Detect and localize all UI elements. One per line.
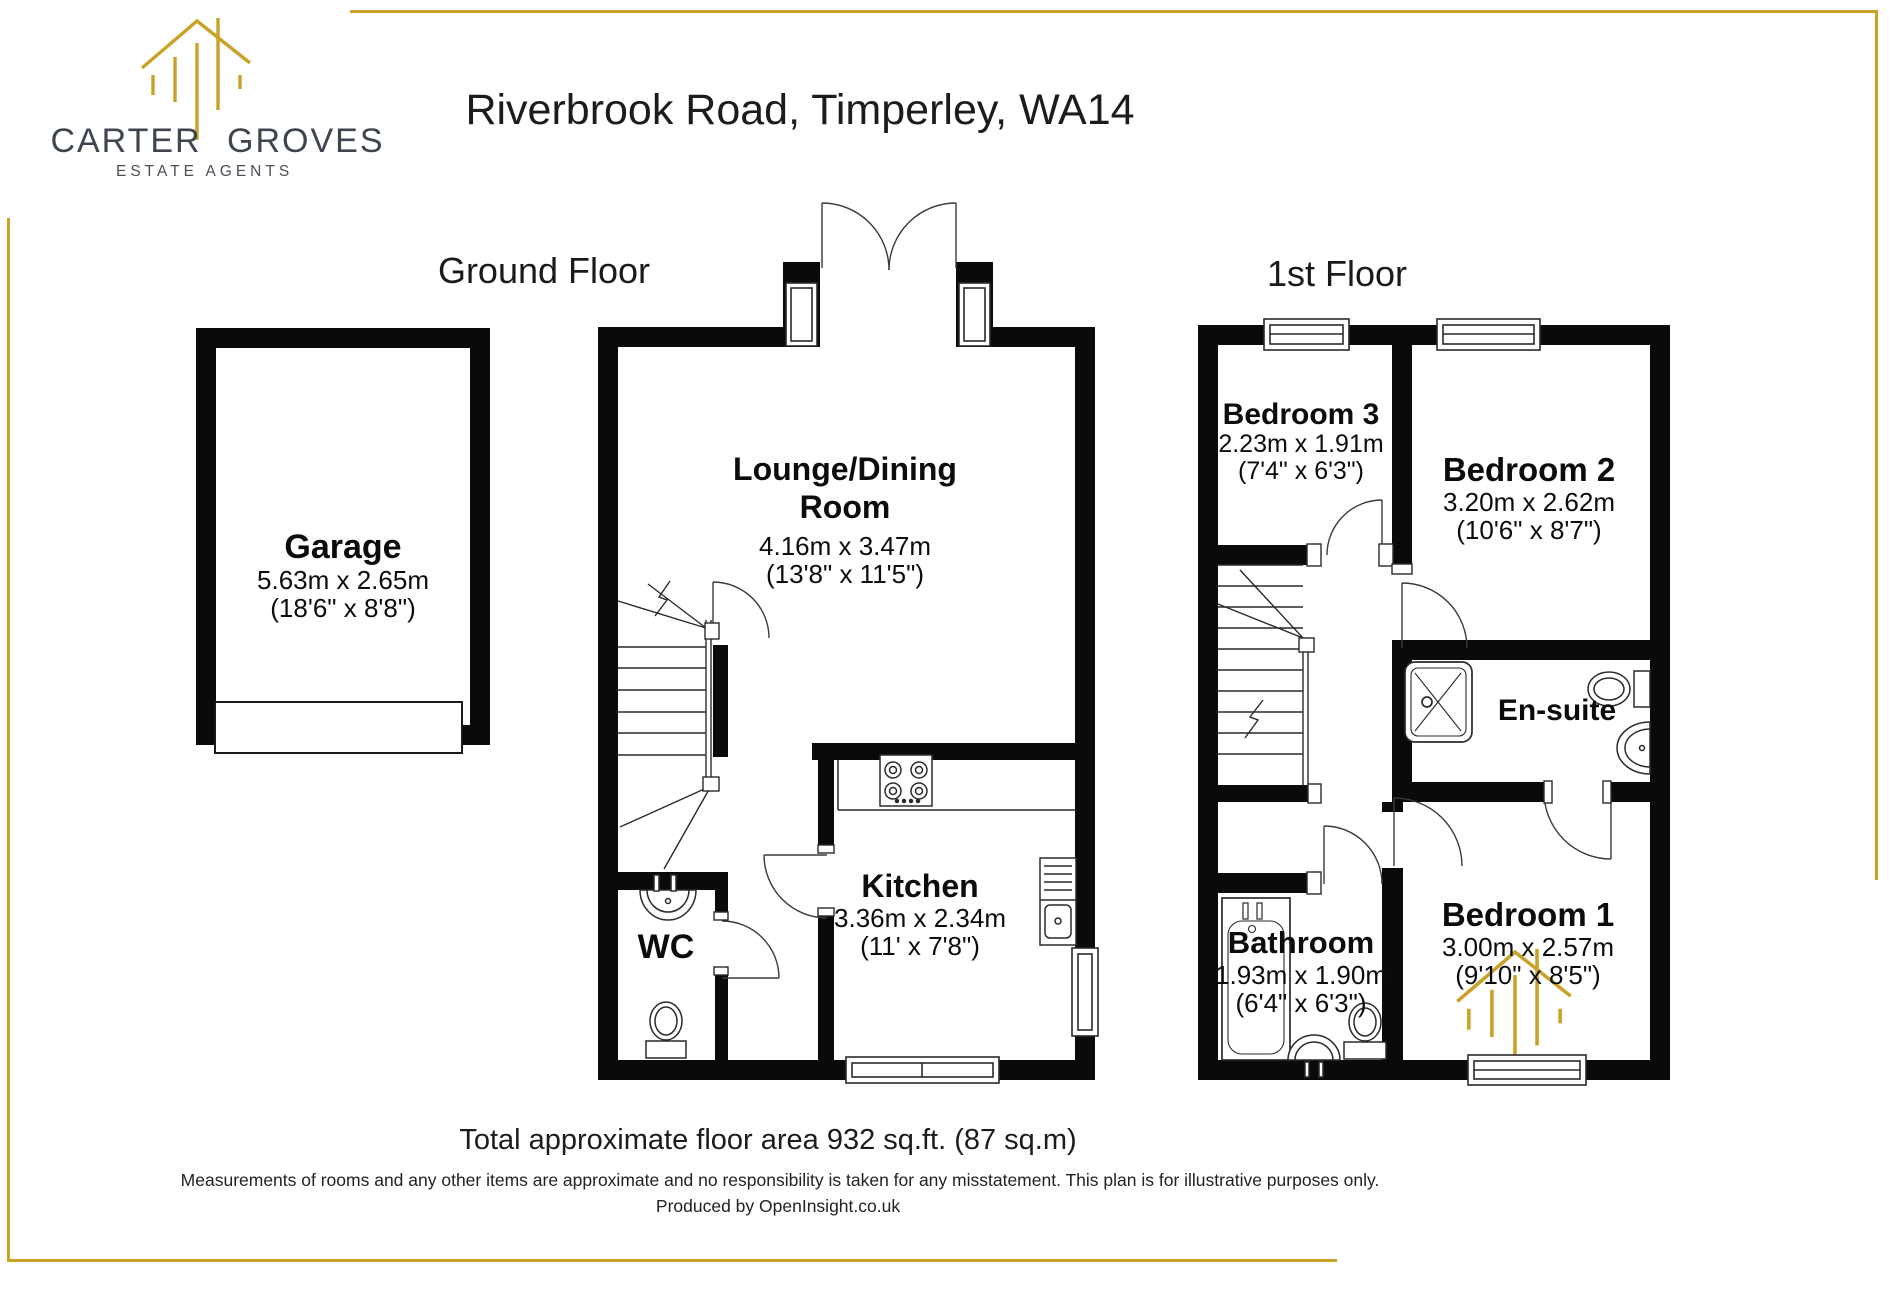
room-name: En-suite [1497,694,1617,727]
room-label-bathroom: Bathroom 1.93m x 1.90m (6'4" x 6'3") [1215,925,1387,1017]
wc-toilet-icon [645,1001,687,1059]
garage-door-icon [214,701,463,754]
room-dims-metric: 2.23m x 1.91m [1218,430,1384,458]
ensuite-basin-icon [1616,721,1651,775]
first-doors [1323,499,1612,885]
room-dims-imperial: (7'4" x 6'3") [1238,457,1364,485]
room-label-ensuite: En-suite [1498,694,1616,727]
wc-basin-icon [639,874,697,921]
first-stairs-icon [1217,564,1315,785]
room-name: WC [637,928,695,966]
kitchen-counter-icon [837,760,1075,811]
first-floor-label: 1st Floor [1266,253,1408,294]
ground-stairs-icon [617,580,720,870]
room-dims-metric: 3.20m x 2.62m [1443,487,1615,517]
ground-floor-label: Ground Floor [437,250,651,291]
room-name: Bedroom 2 [1442,451,1616,488]
room-name: Bathroom [1227,925,1375,960]
produced-by-text: Produced by OpenInsight.co.uk [655,1196,901,1216]
ground-walls [196,262,1095,1080]
room-dims-imperial: (18'6" x 8'8") [270,593,416,623]
kitchen-sink-icon [1039,857,1077,946]
bathroom-basin-icon [1287,1034,1341,1078]
room-name-line1: Lounge/Dining [733,451,957,487]
room-name-line2: Room [799,489,891,525]
first-windows [1263,318,1587,1086]
room-dims-metric: 3.36m x 2.34m [834,903,1006,933]
page-title: Riverbrook Road, Timperley, WA14 [465,86,1135,134]
brand-name: CARTER GROVES [50,122,385,160]
room-dims-imperial: (10'6" x 8'7") [1456,515,1602,545]
bath-icon [1221,897,1291,1061]
first-floor-plan [1198,318,1670,1086]
ensuite-toilet-icon [1587,670,1651,708]
room-label-bedroom-2: Bedroom 2 3.20m x 2.62m (10'6" x 8'7") [1442,451,1616,545]
brand-tagline: ESTATE AGENTS [116,163,294,180]
first-door-frames [1306,543,1612,895]
room-label-bedroom-3: Bedroom 3 2.23m x 1.91m (7'4" x 6'3") [1218,398,1383,485]
room-dims-imperial: (6'4" x 6'3") [1235,988,1367,1018]
ground-doors [712,581,828,979]
ground-door-frames [704,622,835,976]
room-label-bedroom-1: Bedroom 1 3.00m x 2.57m (9'10" x 8'5") [1441,896,1615,990]
ground-windows [785,282,1099,1084]
room-name: Bedroom 3 [1222,398,1380,431]
room-name: Bedroom 1 [1441,896,1615,933]
room-name: Garage [284,528,402,566]
room-dims-metric: 5.63m x 2.65m [257,565,429,595]
room-dims-imperial: (9'10" x 8'5") [1455,960,1601,990]
total-area-text: Total approximate floor area 932 sq.ft. … [459,1124,1077,1156]
room-dims-imperial: (11' x 7'8") [860,931,980,961]
room-dims-imperial: (13'8" x 11'5") [766,559,924,589]
bathroom-toilet-icon [1343,1002,1387,1060]
disclaimer-text: Measurements of rooms and any other item… [180,1170,1380,1190]
room-label-garage: Garage 5.63m x 2.65m (18'6" x 8'8") [257,528,429,622]
french-doors-icon [821,202,957,271]
hob-icon [879,754,933,807]
room-dims-metric: 4.16m x 3.47m [759,531,931,561]
room-label-wc: WC [638,928,695,966]
room-label-lounge-dining: Lounge/Dining Room 4.16m x 3.47m (13'8" … [733,450,957,588]
gold-frame [7,10,1878,1262]
room-dims-metric: 3.00m x 2.57m [1442,932,1614,962]
ground-floor-plan [196,202,1099,1084]
room-label-kitchen: Kitchen 3.36m x 2.34m (11' x 7'8") [834,868,1006,960]
shower-icon [1404,661,1473,743]
room-dims-metric: 1.93m x 1.90m [1215,960,1387,990]
room-name: Kitchen [861,868,979,904]
